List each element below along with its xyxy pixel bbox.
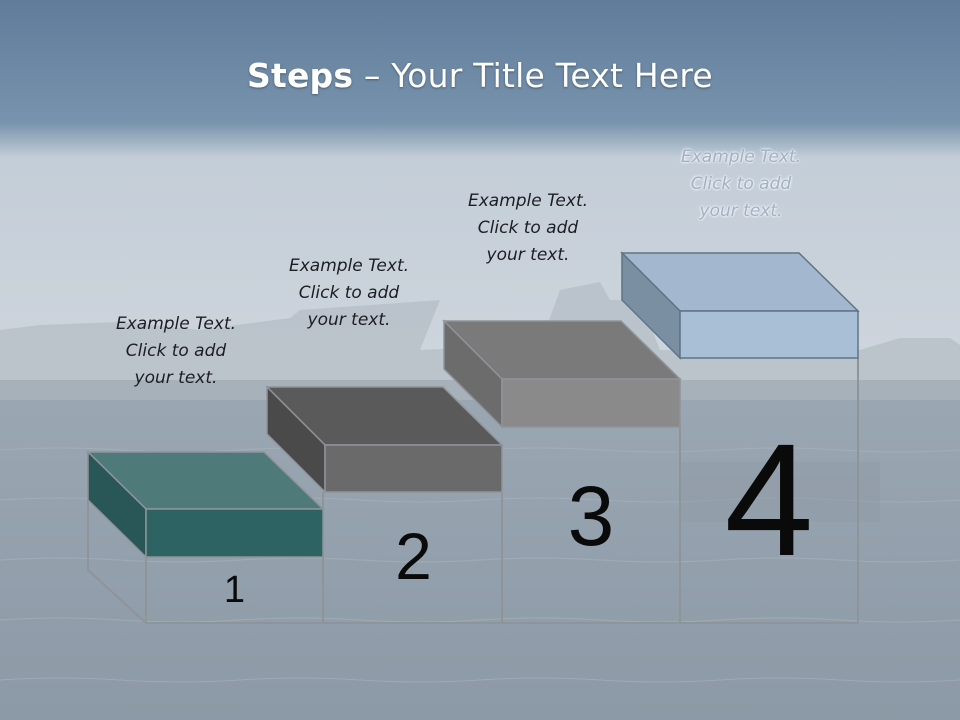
step-2-caption[interactable]: Example Text. Click to add your text. bbox=[288, 256, 410, 330]
step-3-caption[interactable]: Example Text. Click to add your text. bbox=[467, 191, 589, 265]
step-3-number: 3 bbox=[567, 469, 615, 563]
title-rest: – Your Title Text Here bbox=[353, 56, 713, 95]
step-4-caption[interactable]: Example Text. Click to add your text. bbox=[680, 147, 802, 221]
step-2-block[interactable] bbox=[265, 385, 504, 494]
step-3-block[interactable] bbox=[442, 319, 682, 429]
step-1-caption[interactable]: Example Text. Click to add your text. bbox=[115, 314, 237, 388]
step-1-block[interactable] bbox=[86, 450, 325, 559]
step-4-number: 4 bbox=[724, 410, 814, 589]
step-2-number: 2 bbox=[395, 519, 432, 593]
title-bold: Steps bbox=[247, 56, 354, 95]
step-4-block[interactable] bbox=[620, 251, 860, 360]
step-1-number: 1 bbox=[223, 569, 246, 611]
slide-title[interactable]: Steps – Your Title Text Here bbox=[0, 56, 960, 95]
steps-outline bbox=[87, 358, 859, 624]
